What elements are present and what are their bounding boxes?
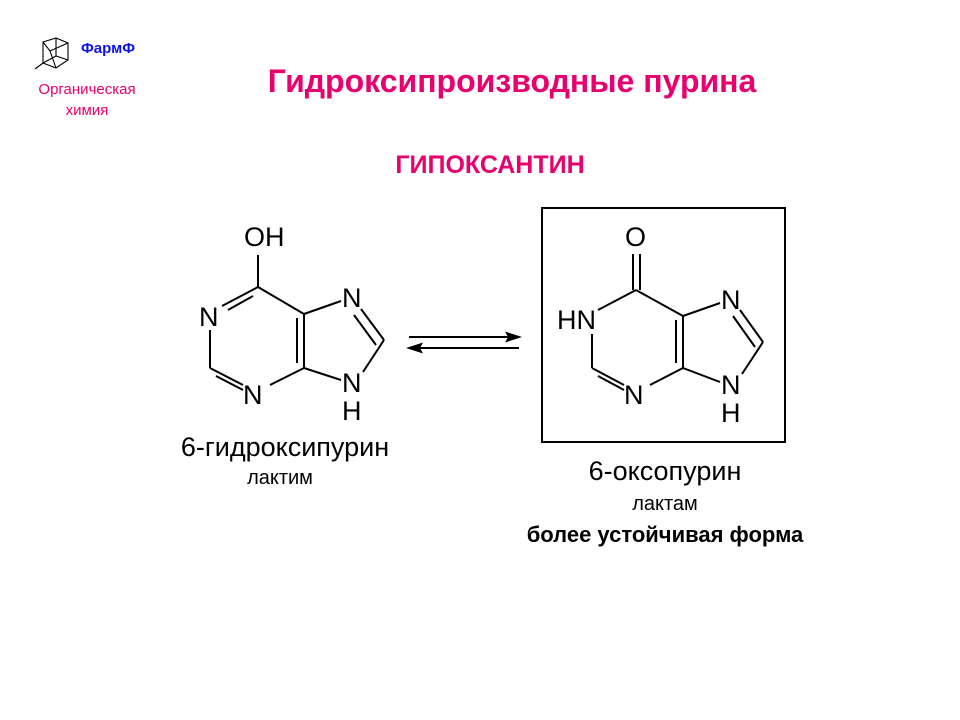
subject-line-2: химия [65,102,109,119]
lactim-n9-label: N [342,368,362,398]
slide-title: Гидроксипроизводные пурина [267,63,757,99]
lactam-name: 6-оксопурин [588,456,742,486]
lactim-h9-label: H [342,396,362,426]
stability-note: более устойчивая форма [526,522,804,547]
lactam-hn1-label: HN [557,305,596,335]
lactam-o-label: O [625,222,646,252]
lactim-n1-label: N [199,302,219,332]
subject-label: Органическая химия [12,79,162,121]
compound-heading: ГИПОКСАНТИН [395,151,585,179]
lactam-highlight-frame [541,207,786,443]
brand-label: ФармФ [81,40,136,57]
lactim-name: 6-гидроксипурин [180,432,390,462]
lactim-kind: лактим [247,467,313,489]
lactam-n7-label: N [721,285,741,315]
lactam-kind: лактам [632,493,698,515]
subject-line-1: Органическая [38,81,136,98]
lactam-h9-label: H [721,398,741,428]
lactim-n3-label: N [243,380,263,410]
lactam-n9-label: N [721,370,741,400]
equilibrium-arrows-icon [406,331,522,354]
lactim-oh-label: OH [244,222,285,252]
lactim-n7-label: N [342,283,362,313]
lactam-n3-label: N [624,380,644,410]
adamantane-logo-icon [34,37,69,70]
